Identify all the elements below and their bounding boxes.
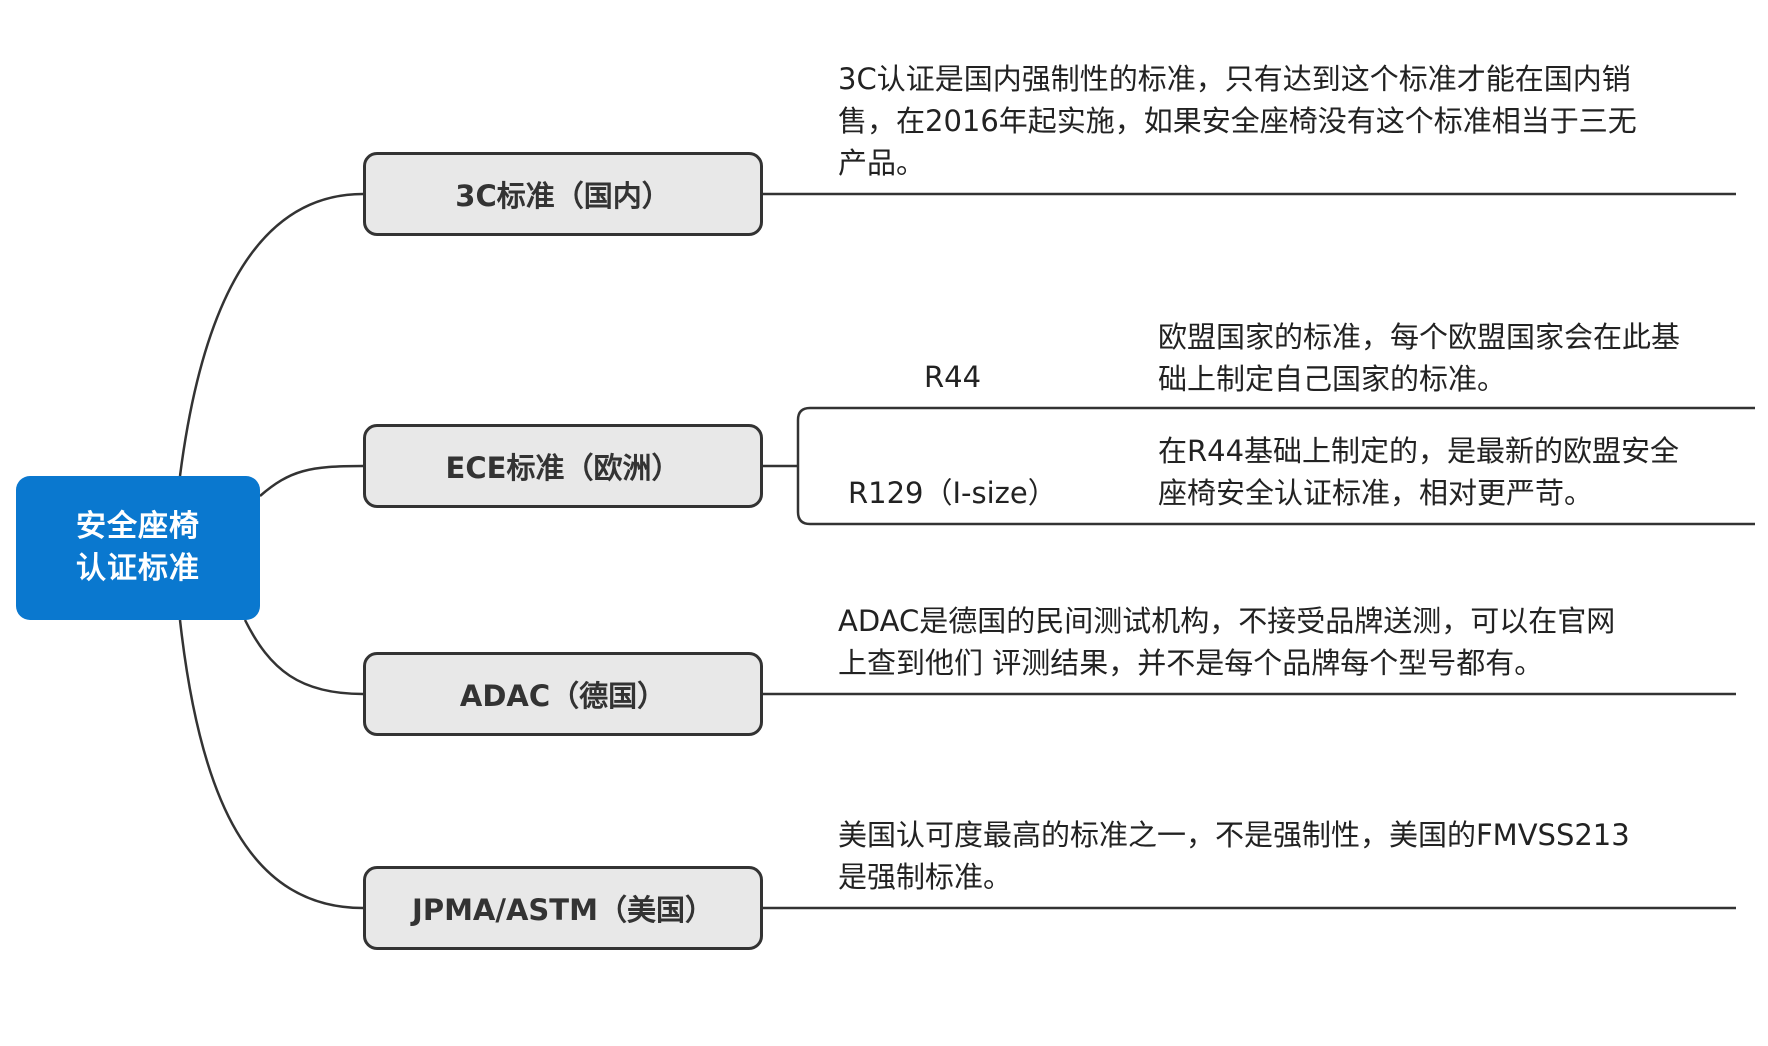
sub-node-r44[interactable]: R44 — [924, 356, 981, 398]
node-jpma-astm-label: JPMA/ASTM（美国） — [412, 893, 714, 927]
sub-node-r129-label: R129（I-size） — [848, 476, 1057, 510]
description-3c-line-1: 3C认证是国内强制性的标准，只有达到这个标准才能在国内销 — [838, 62, 1631, 96]
sub-node-r44-label: R44 — [924, 360, 982, 394]
node-3c[interactable]: 3C标准（国内） — [363, 152, 763, 236]
connector-root-adac — [243, 619, 364, 696]
description-adac-line-1: ADAC是德国的民间测试机构，不接受品牌送测，可以在官网 — [838, 604, 1616, 638]
root-line-2: 认证标准 — [76, 551, 200, 586]
root-line-1: 安全座椅 — [76, 509, 200, 544]
description-r44: 欧盟国家的标准，每个欧盟国家会在此基 础上制定自己国家的标准。 — [1158, 316, 1680, 400]
description-adac-line-2: 上查到他们 评测结果，并不是每个品牌每个型号都有。 — [838, 646, 1544, 680]
description-jpma-astm: 美国认可度最高的标准之一，不是强制性，美国的FMVSS213 是强制标准。 — [838, 814, 1630, 898]
description-adac: ADAC是德国的民间测试机构，不接受品牌送测，可以在官网 上查到他们 评测结果，… — [838, 600, 1615, 684]
description-r44-line-1: 欧盟国家的标准，每个欧盟国家会在此基 — [1158, 320, 1681, 354]
node-jpma-astm[interactable]: JPMA/ASTM（美国） — [363, 866, 763, 950]
node-adac[interactable]: ADAC（德国） — [363, 652, 763, 736]
bracket-ece — [796, 406, 1755, 526]
node-adac-label: ADAC（德国） — [459, 679, 667, 713]
connector-root-3c — [178, 192, 364, 477]
description-r129-line-1: 在R44基础上制定的，是最新的欧盟安全 — [1158, 434, 1680, 468]
description-r44-line-2: 础上制定自己国家的标准。 — [1158, 362, 1507, 396]
description-3c: 3C认证是国内强制性的标准，只有达到这个标准才能在国内销 售，在2016年起实施… — [838, 58, 1637, 184]
node-ece[interactable]: ECE标准（欧洲） — [363, 424, 763, 508]
description-r129: 在R44基础上制定的，是最新的欧盟安全 座椅安全认证标准，相对更严苛。 — [1158, 430, 1679, 514]
description-jpma-astm-line-1: 美国认可度最高的标准之一，不是强制性，美国的FMVSS213 — [838, 818, 1630, 852]
sub-node-r129[interactable]: R129（I-size） — [848, 472, 1057, 514]
description-jpma-astm-line-2: 是强制标准。 — [838, 860, 1013, 894]
root-node[interactable]: 安全座椅 认证标准 — [16, 476, 260, 620]
description-3c-line-3: 产品。 — [838, 146, 926, 180]
connector-root-jpma — [178, 619, 364, 910]
connector-root-ece — [259, 464, 364, 497]
description-r129-line-2: 座椅安全认证标准，相对更严苛。 — [1158, 476, 1594, 510]
node-ece-label: ECE标准（欧洲） — [445, 451, 681, 485]
node-3c-label: 3C标准（国内） — [455, 179, 671, 213]
description-3c-line-2: 售，在2016年起实施，如果安全座椅没有这个标准相当于三无 — [838, 104, 1637, 138]
